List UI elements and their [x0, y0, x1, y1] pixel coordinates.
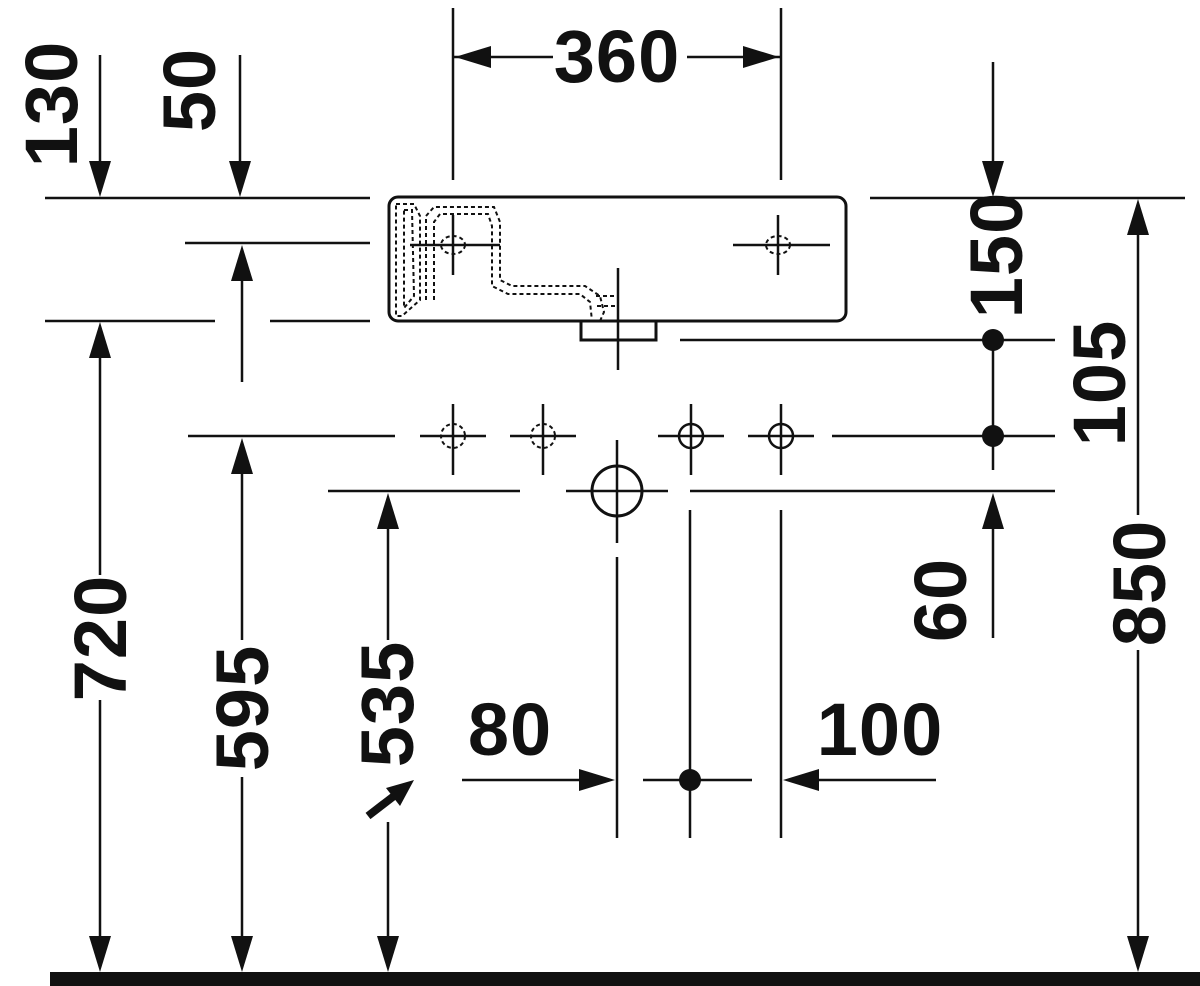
label-50: 50: [148, 48, 231, 132]
label-100: 100: [817, 688, 943, 771]
arrow-850-top: [1127, 199, 1149, 235]
arrow-720-bottom: [89, 936, 111, 972]
label-595: 595: [201, 645, 284, 771]
arrow-535-bottom: [377, 936, 399, 972]
dimension-labels: 360 130 50 150 105 60 850 720 595 535 80…: [10, 15, 1181, 771]
arrow-850-bottom: [1127, 936, 1149, 972]
arrow-720-top: [89, 322, 111, 358]
arrow-50: [229, 161, 251, 197]
arrow-130: [89, 161, 111, 197]
reference-lines: [45, 8, 1185, 838]
label-105: 105: [1058, 320, 1141, 446]
basin: [387, 195, 848, 370]
arrow-150: [982, 161, 1004, 197]
label-80: 80: [468, 688, 552, 771]
label-60: 60: [899, 558, 982, 642]
label-150: 150: [955, 192, 1038, 318]
arrow-60: [982, 493, 1004, 529]
arrow-360-right: [743, 46, 779, 68]
floor-line: [50, 972, 1200, 986]
arrow-overflow-up: [231, 245, 253, 281]
basin-hidden-edge: [395, 203, 421, 317]
pointer-arrow-shaft: [365, 792, 397, 820]
label-130: 130: [10, 41, 93, 167]
arrow-100: [783, 769, 819, 791]
arrow-595-bottom: [231, 936, 253, 972]
label-720: 720: [59, 575, 142, 701]
pointer-arrow-head: [386, 780, 414, 806]
dim-supply-center-dot: [679, 769, 701, 791]
label-360: 360: [554, 15, 680, 98]
wall-connections: [420, 404, 814, 543]
overflow-outlet: [596, 295, 619, 307]
arrow-80: [579, 769, 615, 791]
dim-105-dot-bottom: [982, 425, 1004, 447]
overflow-channel-inner: [433, 213, 593, 322]
dim-105-dot-top: [982, 329, 1004, 351]
dimension-lines: [89, 46, 1149, 972]
label-535: 535: [346, 641, 429, 767]
basin-hidden-edge-inner: [403, 209, 416, 311]
arrow-535-top: [377, 493, 399, 529]
label-850: 850: [1098, 520, 1181, 646]
arrow-360-left: [455, 46, 491, 68]
arrow-595-top: [231, 438, 253, 474]
overflow-channel-outer: [425, 206, 606, 322]
